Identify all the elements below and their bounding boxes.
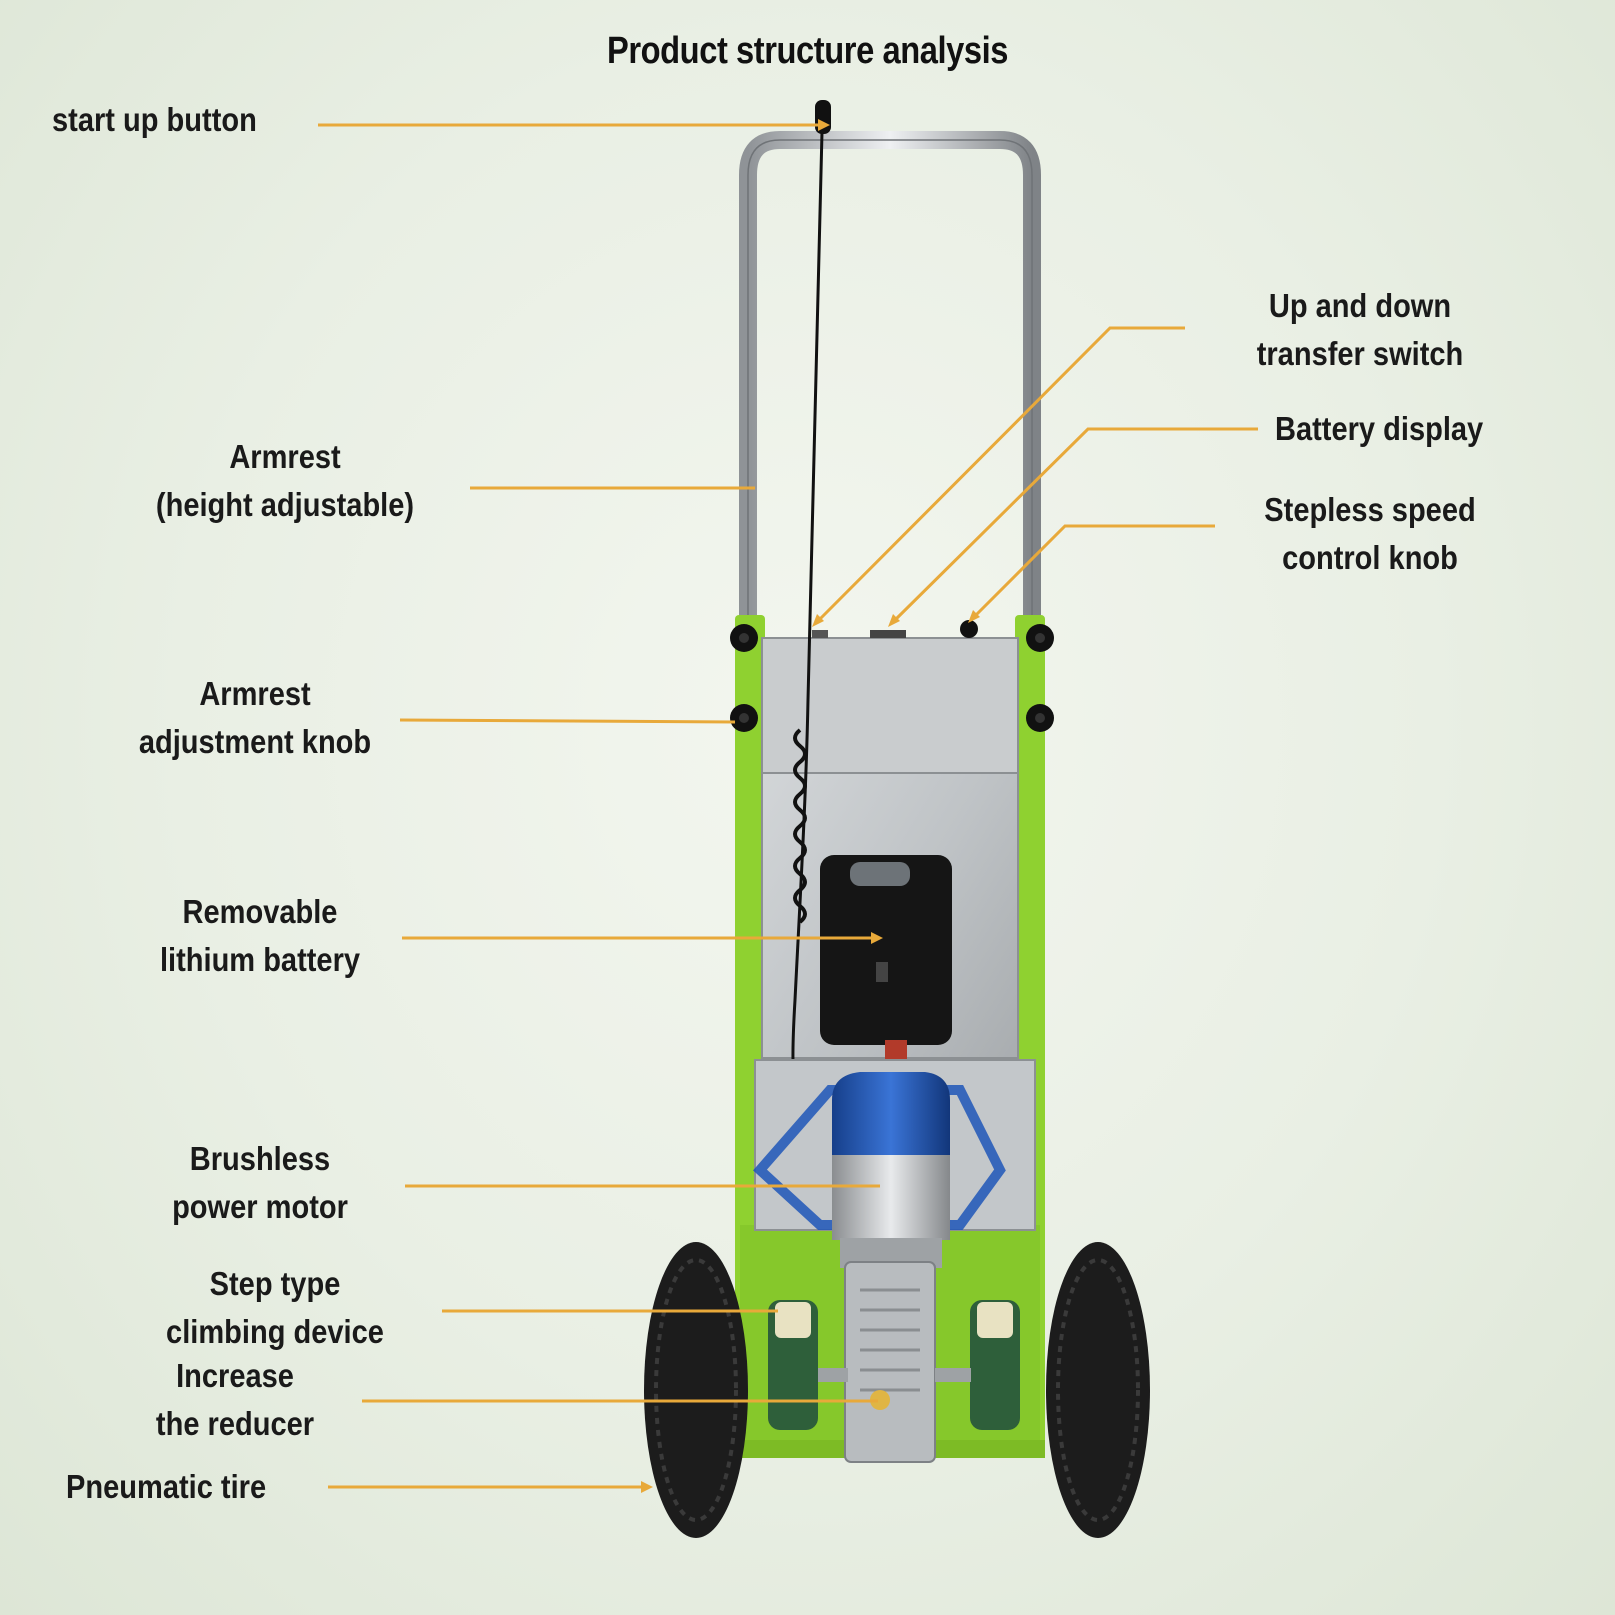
label-pneumatic-tire: Pneumatic tire bbox=[66, 1463, 266, 1511]
label-line: Pneumatic tire bbox=[66, 1468, 267, 1505]
label-motor: Brushless power motor bbox=[128, 1135, 392, 1231]
label-updown-switch: Up and down transfer switch bbox=[1215, 282, 1505, 378]
label-armrest-knob: Armrest adjustment knob bbox=[110, 670, 400, 766]
leader-updown bbox=[815, 326, 1185, 624]
armrest-handle bbox=[739, 131, 1041, 849]
label-line: Battery display bbox=[1275, 410, 1484, 447]
label-armrest: Armrest (height adjustable) bbox=[122, 433, 448, 529]
lithium-battery bbox=[820, 855, 952, 1065]
label-line: lithium battery bbox=[159, 941, 361, 978]
label-step-device: Step type climbing device bbox=[139, 1260, 412, 1356]
armrest-knobs bbox=[730, 624, 1054, 732]
speed-knob-icon bbox=[960, 620, 978, 638]
reducer-gearbox bbox=[844, 1261, 936, 1463]
label-line: start up button bbox=[52, 101, 257, 138]
leader-arrowheads bbox=[641, 119, 980, 1493]
label-line: Stepless speed bbox=[1264, 491, 1476, 528]
label-line: Increase bbox=[176, 1357, 294, 1394]
page-title: Product structure analysis bbox=[606, 30, 1009, 72]
label-line: Step type bbox=[209, 1265, 341, 1302]
label-line: climbing device bbox=[166, 1313, 384, 1350]
label-speed-knob: Stepless speed control knob bbox=[1229, 486, 1511, 582]
label-reducer: Increase the reducer bbox=[116, 1352, 354, 1448]
label-line: Up and down bbox=[1268, 287, 1452, 324]
label-line: Armrest bbox=[229, 438, 341, 475]
label-line: adjustment knob bbox=[138, 723, 372, 760]
label-start-up-button: start up button bbox=[52, 96, 257, 144]
label-battery: Removable lithium battery bbox=[119, 888, 401, 984]
leader-battery-display bbox=[891, 427, 1258, 624]
label-line: power motor bbox=[172, 1188, 348, 1225]
leader-lines bbox=[318, 123, 1258, 1489]
step-climbing-device bbox=[768, 1300, 1020, 1430]
label-line: (height adjustable) bbox=[155, 486, 415, 523]
label-line: control knob bbox=[1282, 539, 1458, 576]
label-line: the reducer bbox=[155, 1405, 315, 1442]
label-line: Brushless bbox=[189, 1140, 331, 1177]
brushless-motor bbox=[832, 1072, 950, 1268]
label-line: Armrest bbox=[199, 675, 311, 712]
leader-armrest-knob bbox=[399, 718, 736, 724]
control-panel bbox=[812, 620, 978, 638]
pneumatic-tires bbox=[644, 1242, 1150, 1538]
leader-speed-knob bbox=[971, 524, 1215, 620]
label-line: Removable bbox=[182, 893, 338, 930]
label-battery-display: Battery display bbox=[1275, 405, 1483, 453]
label-line: transfer switch bbox=[1256, 335, 1464, 372]
